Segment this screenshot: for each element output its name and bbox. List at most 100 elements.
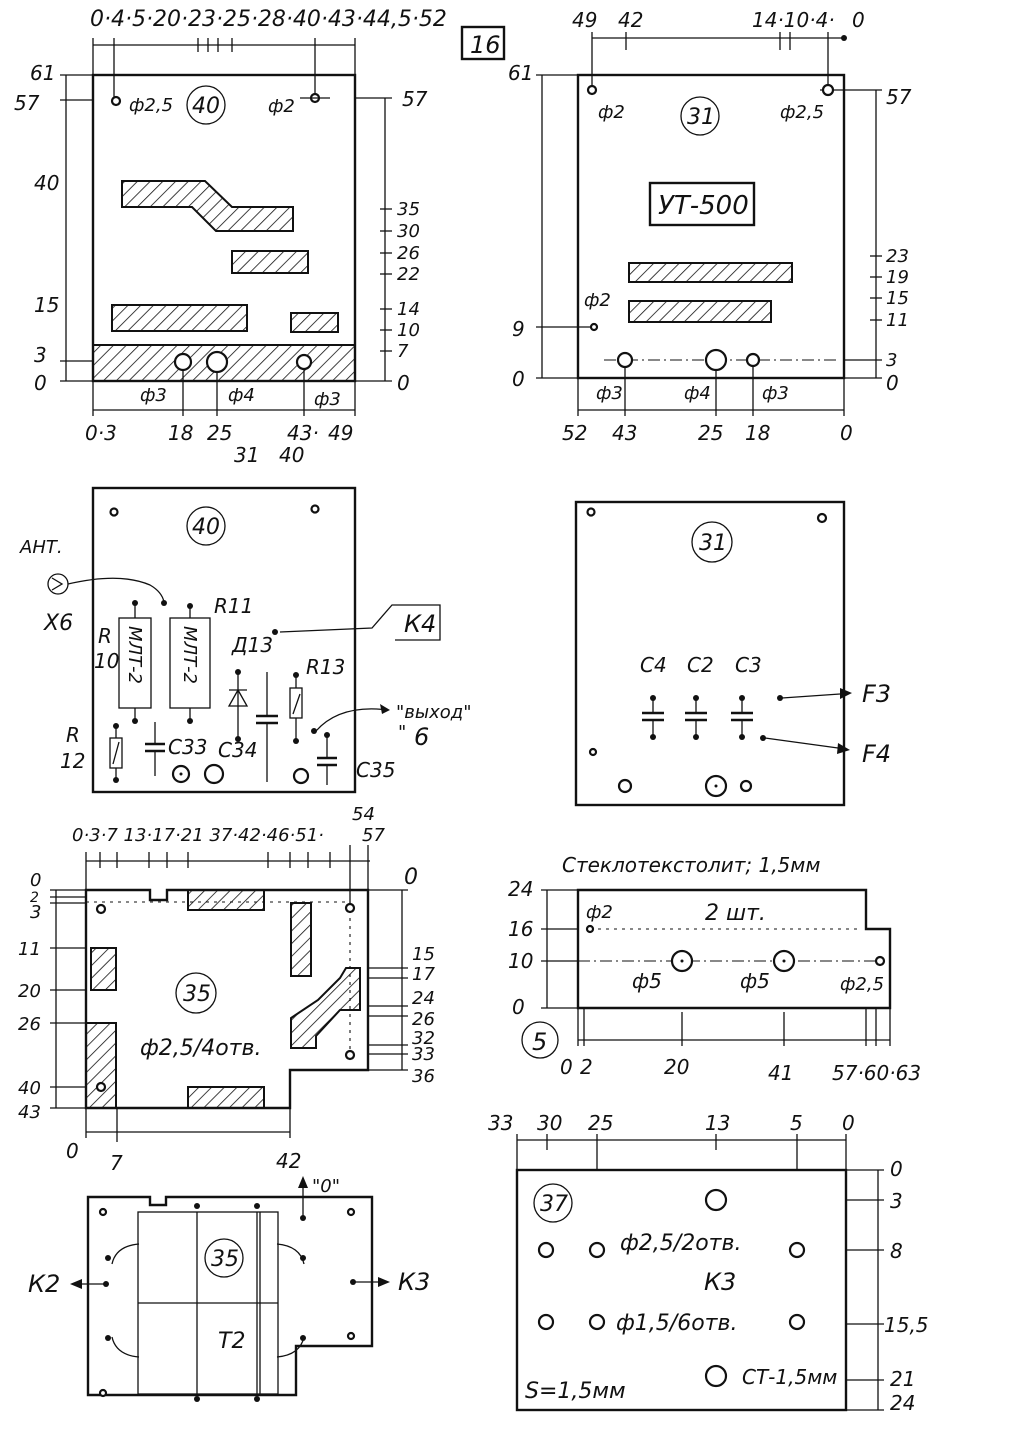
board-37-top-33: 33 xyxy=(488,1111,513,1135)
board-31-assembly-outline xyxy=(574,500,846,807)
board-35-trace xyxy=(90,947,117,991)
board-5-bottom-0: 0 xyxy=(560,1055,573,1079)
board-31-top-42: 42 xyxy=(618,8,643,32)
board-40-bottom-40: 40 xyxy=(279,443,304,467)
board-31-trace xyxy=(628,262,793,283)
k2-label: К2 xyxy=(28,1270,60,1298)
r10-label-r: R xyxy=(98,624,112,648)
board-31-right-0: 0 xyxy=(886,371,899,395)
board-31-left-0: 0 xyxy=(512,367,525,391)
hole xyxy=(745,352,761,368)
board-37-right-8: 8 xyxy=(890,1239,903,1263)
board-35-left-11: 11 xyxy=(18,939,41,960)
board-35-right-24: 24 xyxy=(412,988,435,1009)
mount-hole xyxy=(821,83,835,97)
hole-label: ф4 xyxy=(228,385,255,406)
hole-label: ф2,5 xyxy=(129,95,173,116)
board-35-trace xyxy=(290,902,312,977)
hole xyxy=(295,353,313,371)
board-40-trace xyxy=(231,250,309,274)
board-40-right-30: 30 xyxy=(397,221,420,242)
board-35-top-54: 54 xyxy=(352,804,375,825)
board-35-top-57: 57 xyxy=(362,825,385,846)
board-5-badge: 5 xyxy=(532,1028,547,1056)
board-31-assembly-badge: 31 xyxy=(699,531,727,556)
board-37-badge-circle xyxy=(533,1183,573,1223)
r12-label-num: 12 xyxy=(60,749,85,773)
board-35-bottom-42: 42 xyxy=(276,1149,301,1173)
capacitor-c4 xyxy=(642,695,664,740)
board-5-left-10: 10 xyxy=(508,949,533,973)
k3-label: К3 xyxy=(398,1268,430,1296)
r12-label-r: R xyxy=(66,723,80,747)
cap-label-c3: С3 xyxy=(735,653,762,677)
board-40-right-35: 35 xyxy=(397,199,420,220)
board-35-trace xyxy=(187,889,265,911)
board-35-bottom-7: 7 xyxy=(110,1151,123,1175)
board-35-top-scale: 0·3·7 13·17·21 37·42·46·51· xyxy=(72,825,324,846)
board-35-right-zero: 0 xyxy=(404,865,418,890)
board-35-right-17: 17 xyxy=(412,964,435,985)
board-35-left-43: 43 xyxy=(18,1102,41,1123)
hole-label: ф2 xyxy=(268,96,295,117)
board-40-bottom-43: 43· xyxy=(287,421,319,445)
board-35-right-33: 33 xyxy=(412,1044,435,1065)
board-31-assembly: 31 С4 С2 С3 xyxy=(574,500,891,807)
board-35-trace xyxy=(187,1086,265,1109)
mount-hole xyxy=(586,84,598,96)
output-label: "выход" xyxy=(396,702,472,723)
board-31-right-19: 19 xyxy=(886,267,909,288)
board-31-trace xyxy=(628,300,772,323)
board-31-assembly-badge-circle xyxy=(691,521,733,563)
board-31-top-0: 0 xyxy=(852,8,865,32)
board-37-right-0: 0 xyxy=(890,1157,903,1181)
board-5-bottom-2: 2 xyxy=(580,1055,593,1079)
board-31-right-15: 15 xyxy=(886,288,909,309)
board-35-right-26: 26 xyxy=(412,1009,435,1030)
board-35-right-36: 36 xyxy=(412,1066,435,1087)
board-40-badge: 40 xyxy=(192,94,220,119)
board-35-assembly-badge-circle xyxy=(204,1238,244,1278)
board-40-right-0: 0 xyxy=(397,371,410,395)
capacitor-c2 xyxy=(685,695,707,740)
board-40-assembly-badge: 40 xyxy=(192,515,220,540)
hole-label: ф5 xyxy=(632,969,662,993)
c34-label: С34 xyxy=(218,738,257,762)
board-31-right-11: 11 xyxy=(886,310,909,331)
board-37-top-0: 0 xyxy=(842,1111,855,1135)
board-40-trace xyxy=(111,304,248,332)
output-quote: " xyxy=(398,722,406,743)
hole-label: ф3 xyxy=(762,383,789,404)
board-31-top-14-10-4: 14·10·4· xyxy=(752,8,835,32)
board-31-left-61: 61 xyxy=(508,61,533,85)
board-40-bottom-18: 18 xyxy=(168,421,193,445)
board-40-right-57: 57 xyxy=(402,87,428,111)
board-35-badge: 35 xyxy=(183,982,211,1007)
connector-x6: Х6 xyxy=(43,611,73,636)
hole-label: ф2 xyxy=(586,902,613,923)
resistor-r13 xyxy=(289,687,303,719)
hole xyxy=(173,352,193,372)
board-35-bottom-0: 0 xyxy=(66,1139,79,1163)
board-5-left-16: 16 xyxy=(508,917,533,941)
board-35-left-20: 20 xyxy=(18,981,41,1002)
board-40-layout: 0·4·5·20·23·25·28·40·43·44,5·52 16 61 57… xyxy=(14,7,506,467)
sheet-number: 16 xyxy=(470,31,501,59)
board-5-qty: 2 шт. xyxy=(705,901,766,926)
sheet-number-box: 16 xyxy=(460,25,506,61)
mount-hole xyxy=(589,322,599,332)
hole-label: ф4 xyxy=(684,383,711,404)
board-35-assembly: "0" 35 Т2 К2 К3 xyxy=(28,1176,430,1402)
board-35-left-0: 0 xyxy=(30,870,41,891)
board-5-bottom-20: 20 xyxy=(664,1055,689,1079)
board-37-top-5: 5 xyxy=(790,1111,803,1135)
board-37-thickness: S=1,5мм xyxy=(525,1379,626,1404)
r10-label-num: 10 xyxy=(94,649,119,673)
board-5-badge-circle xyxy=(521,1021,559,1059)
r11-label: R11 xyxy=(214,594,253,618)
hole-label: ф5 xyxy=(740,969,770,993)
board-35-assembly-outline xyxy=(86,1195,374,1397)
board-35-right-32: 32 xyxy=(412,1028,435,1049)
board-40-left-57: 57 xyxy=(14,91,40,115)
c35-label: С35 xyxy=(356,758,395,782)
